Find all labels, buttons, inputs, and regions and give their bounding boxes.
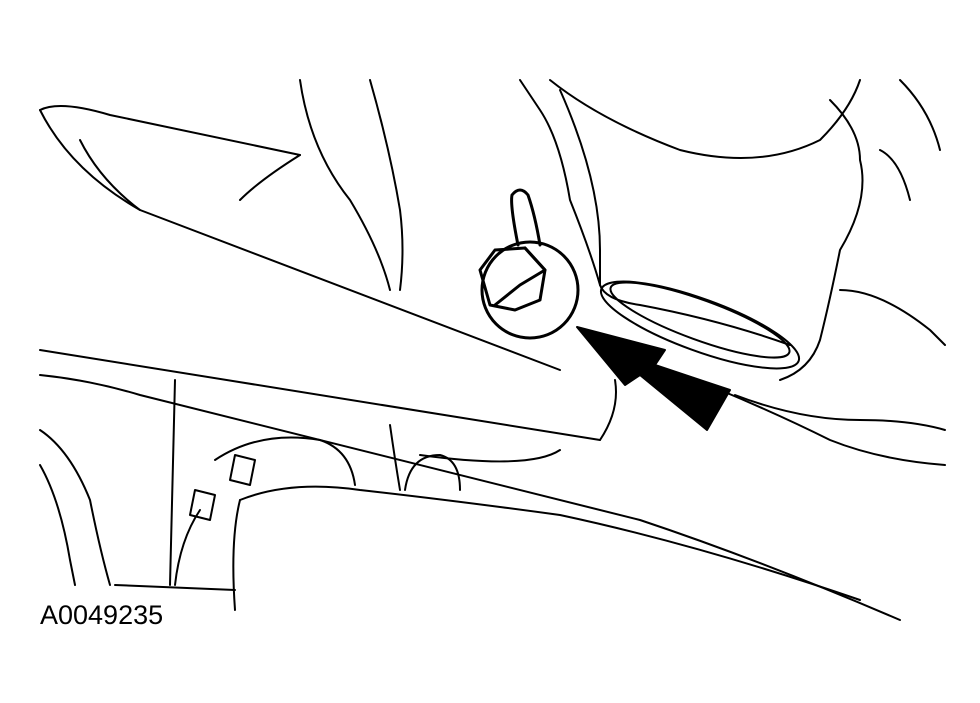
bolt-icon [478,188,580,340]
clip-detail [189,454,256,521]
arrow-icon [576,326,731,431]
lower-bracket [39,349,901,621]
figure-label: A0049235 [40,600,164,630]
seal-ring [599,280,801,370]
housing-outlines [39,79,946,466]
